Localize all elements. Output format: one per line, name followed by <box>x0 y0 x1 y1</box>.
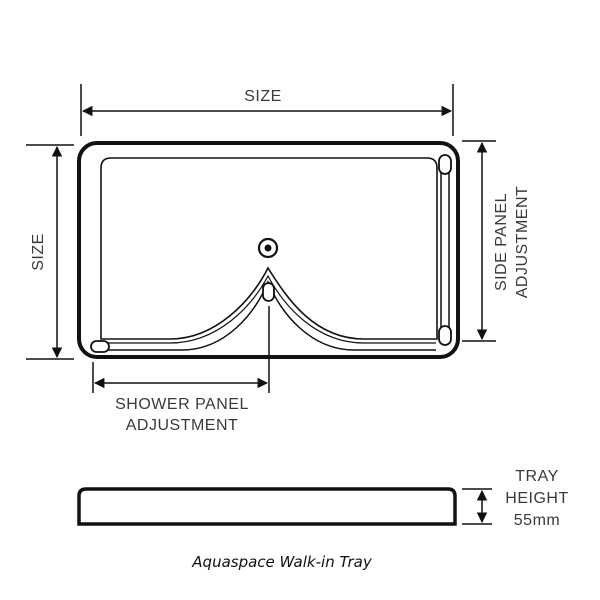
tray-height-value: 55mm <box>514 512 560 529</box>
side-panel-label-line1: SIDE PANEL <box>493 193 510 291</box>
tray-plan-view <box>77 141 460 359</box>
tray-side-view <box>77 487 457 526</box>
side-slot-top <box>438 154 452 175</box>
left-size-label: SIZE <box>30 233 47 271</box>
front-slot-left <box>90 340 110 353</box>
shower-panel-label-line1: SHOWER PANEL <box>115 396 249 413</box>
top-size-dimension: SIZE <box>80 84 454 136</box>
caption: Aquaspace Walk-in Tray <box>191 553 373 571</box>
front-slot-center <box>262 282 275 302</box>
tray-height-label-line2: HEIGHT <box>505 490 568 507</box>
shower-panel-dimension: SHOWER PANEL ADJUSTMENT <box>92 306 270 434</box>
side-panel-dimension: SIDE PANEL ADJUSTMENT <box>462 140 531 342</box>
side-panel-label-line2: ADJUSTMENT <box>514 186 531 299</box>
side-slot-bottom <box>438 325 452 346</box>
tray-height-label-line1: TRAY <box>515 468 558 485</box>
tray-height-dimension: TRAY HEIGHT 55mm <box>462 468 568 529</box>
left-size-dimension: SIZE <box>26 144 74 360</box>
top-size-label: SIZE <box>244 88 282 105</box>
shower-panel-label-line2: ADJUSTMENT <box>126 417 239 434</box>
